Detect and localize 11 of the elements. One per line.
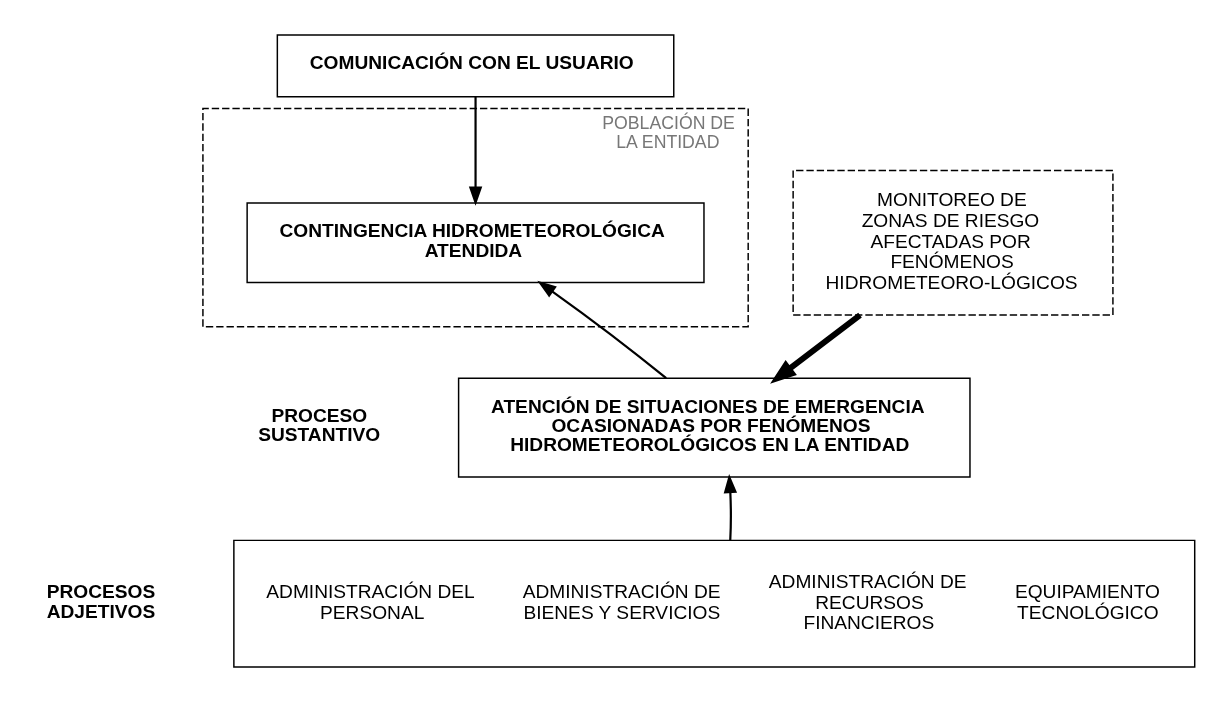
arrow [537,280,667,379]
label: PROCESOS ADJETIVOS [46,580,156,622]
node-box: ADMINISTRACIÓN DEL PERSONAL ADMINISTRACIÓN DE BIENES Y SERVICIOS ADMINISTRACIÓN DE RECURSOS FINANCIEROS EQUIPAMIENTO TECNOLÓGICO [233,539,1196,668]
arrow [723,473,738,540]
node-box: ATENCIÓN DE SITUACIONES DE EMERGENCIA OCASIONADAS POR FENÓMENOS HIDROMETEOROLÓGICOS EN LA ENTIDAD [457,377,971,478]
arrow [770,312,862,384]
node-box: MONITOREO DE ZONAS DE RIESGO AFECTADAS POR FENÓMENOS HIDROMETEORO-LÓGICOS [792,169,1114,316]
node-box: CONTINGENCIA HIDROMETEOROLÓGICA ATENDIDA [246,201,705,283]
arrow [468,96,483,206]
label: PROCESO SUSTANTIVO [258,404,381,445]
node-box: COMUNICACIÓN CON EL USUARIO [276,33,675,98]
